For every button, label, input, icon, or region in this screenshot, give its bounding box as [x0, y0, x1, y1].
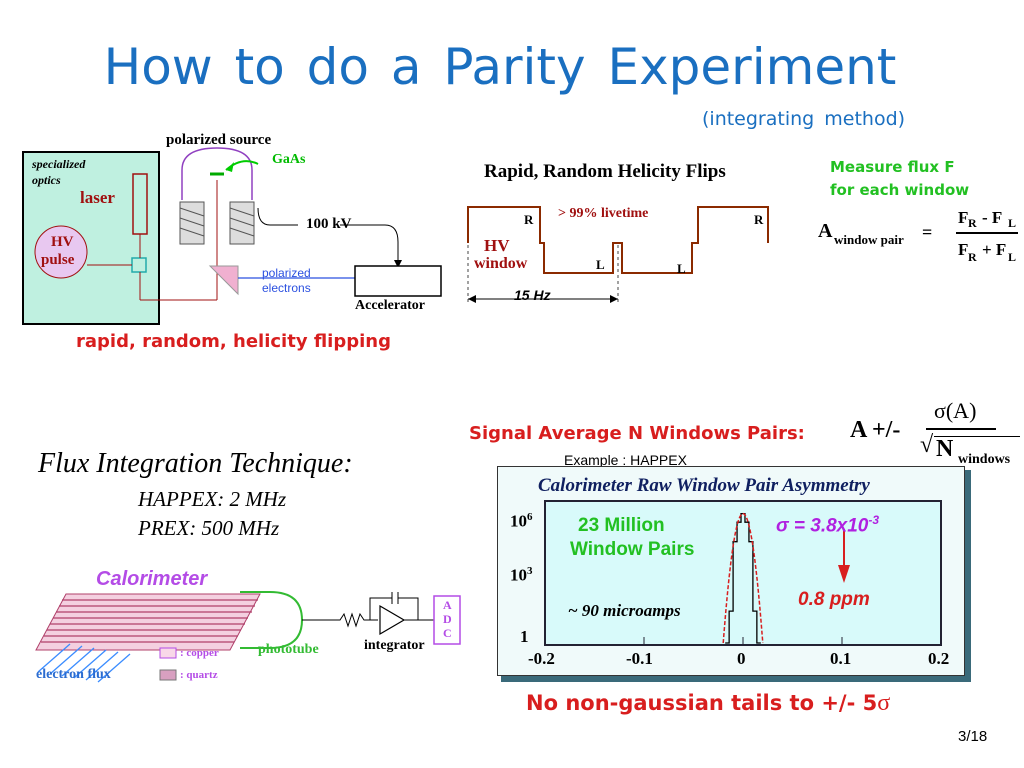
- plot-area: [544, 500, 942, 646]
- hv-window-label-2: window: [474, 255, 528, 272]
- formula-num-minus: - F: [982, 208, 1003, 227]
- y-tick-0: 106: [510, 511, 533, 531]
- asymmetry-formula: A window pair = F R - F L F R + F L: [818, 206, 1018, 276]
- accelerator-label: Accelerator: [355, 298, 425, 313]
- x-tick-label-3: 0.1: [830, 649, 852, 668]
- adc-box: [433, 595, 461, 645]
- helicity-waveform: [467, 206, 769, 305]
- phototube-label: phototube: [258, 642, 319, 657]
- asymmetry-chart: Calorimeter Raw Window Pair Asymmetry 10…: [497, 466, 965, 676]
- flux-integration-title: Flux Integration Technique:: [38, 448, 353, 479]
- formula-num-r: R: [968, 216, 977, 230]
- x-tick-label-0: -0.2: [528, 649, 555, 668]
- quartz-swatch: [159, 669, 177, 681]
- formula-den-l: L: [1008, 250, 1017, 264]
- copper-swatch: [159, 647, 177, 659]
- helicity-title: Rapid, Random Helicity Flips: [484, 161, 726, 182]
- annotation-ppm: 0.8 ppm: [798, 589, 870, 610]
- annotation-count-2: Window Pairs: [570, 539, 695, 560]
- helicity-diagram: Rapid, Random Helicity Flips > 99% livet…: [462, 155, 782, 315]
- voltage-label: 100 kV: [306, 216, 352, 232]
- sigma-fraction-bar: [926, 428, 996, 430]
- source-caption: rapid, random, helicity flipping: [76, 331, 391, 352]
- y-tick-1: 103: [510, 565, 533, 585]
- n-sub: windows: [958, 452, 1011, 467]
- formula-a-sub: window pair: [834, 232, 904, 247]
- measure-flux-heading-2: for each window: [830, 181, 970, 199]
- adc-a: A: [443, 598, 452, 612]
- quartz-label: : quartz: [180, 669, 218, 681]
- sqrt-symbol: √: [920, 432, 934, 458]
- annotation-current: ~ 90 microamps: [568, 601, 681, 620]
- frequency-label: 15 Hz: [514, 287, 551, 303]
- slide-subtitle: (integrating method): [702, 108, 906, 130]
- signal-a-pm: A +/-: [850, 417, 901, 443]
- accelerator-box: [354, 265, 442, 297]
- calorimeter-graphic: [35, 591, 461, 683]
- chart-title: Calorimeter Raw Window Pair Asymmetry: [538, 475, 870, 496]
- r-label-1: R: [524, 212, 534, 227]
- ppm-arrow: [838, 565, 850, 583]
- formula-den-r: R: [968, 250, 977, 264]
- sigma-a: σ(A): [934, 398, 977, 423]
- formula-den-f: F: [958, 240, 969, 259]
- x-tick-label-1: -0.1: [626, 649, 653, 668]
- measure-flux-heading-1: Measure flux F: [830, 158, 955, 176]
- l-label-1: L: [596, 257, 605, 272]
- adc-d: D: [443, 612, 452, 626]
- y-tick-2: 1: [520, 627, 529, 646]
- page-number: 3/18: [958, 728, 988, 745]
- integrator-label: integrator: [364, 638, 425, 653]
- gaussian-fit: [722, 512, 764, 644]
- x-tick-label-4: 0.2: [928, 649, 950, 668]
- sigma-over-sqrt-n: σ(A) √ N windows: [920, 396, 1024, 470]
- formula-equals: =: [922, 222, 933, 242]
- formula-num-f: F: [958, 208, 969, 227]
- annotation-count-1: 23 Million: [578, 515, 665, 536]
- prism: [208, 265, 239, 296]
- source-diagram-graphic: [22, 147, 442, 325]
- r-label-2: R: [754, 212, 764, 227]
- calorimeter-label: Calorimeter: [96, 568, 208, 590]
- electron-flux-arrows: [37, 643, 131, 683]
- annotation-sigma: σ = 3.8x10-3: [776, 513, 880, 537]
- gaas-label: GaAs: [272, 152, 306, 167]
- calorimeter-diagram: Calorimeter phototube integrator A D C :…: [30, 562, 470, 692]
- signal-average-text: Signal Average N Windows Pairs:: [469, 423, 805, 444]
- livetime-label: > 99% livetime: [558, 206, 649, 221]
- calorimeter-block: [35, 593, 261, 651]
- hv-label: HV: [51, 234, 74, 250]
- electron-flux-label: electron flux: [36, 667, 111, 682]
- x-tick-label-2: 0: [737, 649, 746, 668]
- formula-fraction-bar: [956, 232, 1018, 234]
- formula-a: A: [818, 220, 833, 242]
- electrons-label: electrons: [262, 281, 311, 295]
- hv-pulse-circle: [34, 225, 88, 279]
- specialized-optics-label: specialized optics: [32, 157, 86, 187]
- formula-den-plus: + F: [982, 240, 1007, 259]
- conclusion-text: No non-gaussian tails to +/- 5σ: [526, 690, 891, 716]
- l-label-2: L: [677, 261, 686, 276]
- adc-c: C: [443, 626, 452, 640]
- polarized-label: polarized: [262, 266, 311, 280]
- polarized-source-label: polarized source: [166, 132, 272, 148]
- happex-line: HAPPEX: 2 MHz: [138, 487, 287, 511]
- slide-title: How to do a Parity Experiment: [103, 38, 897, 96]
- prex-line: PREX: 500 MHz: [138, 516, 280, 540]
- copper-label: : copper: [180, 647, 219, 659]
- source-diagram: specialized optics laser HV pulse polari…: [20, 130, 450, 330]
- pulse-label: pulse: [41, 252, 75, 268]
- hv-window-label-1: HV: [484, 236, 510, 255]
- formula-num-l: L: [1008, 216, 1017, 230]
- chart-plot: [544, 500, 942, 646]
- integrator-amp: [379, 604, 406, 636]
- laser-label: laser: [80, 188, 115, 207]
- example-label: Example : HAPPEX: [564, 452, 687, 468]
- n-symbol: N: [936, 436, 954, 462]
